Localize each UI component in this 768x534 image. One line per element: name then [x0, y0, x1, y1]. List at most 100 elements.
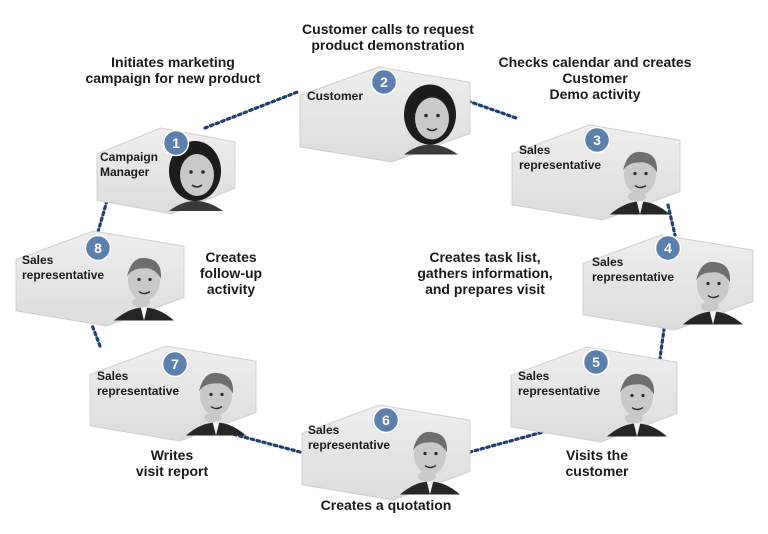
mouth-shape [424, 464, 437, 469]
action-caption: Creates task list, [429, 249, 540, 265]
face-shape [200, 375, 232, 416]
eye-shape [641, 393, 645, 398]
step-number-badge [582, 348, 610, 376]
hand-shape [701, 301, 719, 312]
eye-shape [644, 171, 648, 176]
man-portrait [610, 151, 670, 215]
role-label: representative [519, 158, 601, 172]
role-label: Sales [592, 255, 624, 269]
role-label: representative [592, 270, 674, 284]
hair-shape [620, 373, 655, 395]
action-caption: Writes [151, 447, 194, 463]
role-label: Manager [100, 165, 150, 179]
mouth-shape [707, 294, 720, 299]
step-number-badge [372, 406, 400, 434]
action-caption: visit report [136, 463, 209, 479]
face-shape [624, 154, 656, 195]
mouth-shape [138, 290, 151, 295]
hand-shape [132, 297, 150, 308]
hand-shape [204, 412, 222, 423]
action-caption: Initiates marketing [111, 54, 235, 70]
face-shape [128, 260, 160, 301]
role-label: representative [308, 438, 390, 452]
mouth-shape [426, 127, 438, 132]
step-number: 2 [380, 74, 388, 90]
step-caption-6: Creates a quotation [321, 497, 452, 513]
eye-shape [630, 393, 634, 398]
step-caption-4: Creates task list,gathers information,an… [417, 249, 552, 297]
action-caption: Customer calls to request [302, 21, 474, 37]
step-number: 4 [664, 240, 672, 256]
action-caption: follow-up [200, 265, 262, 281]
step-number-badge [583, 126, 611, 154]
woman-portrait [404, 84, 458, 155]
eye-shape [201, 170, 205, 174]
hair-shape [696, 261, 731, 283]
step-number: 5 [592, 354, 600, 370]
eye-shape [434, 451, 438, 456]
mouth-shape [631, 406, 644, 411]
man-portrait [114, 257, 174, 321]
hair-shape [199, 372, 234, 394]
hair-shape [127, 257, 162, 279]
role-label: Sales [308, 423, 340, 437]
action-caption: customer [565, 463, 629, 479]
action-caption: Customer [562, 70, 628, 86]
action-caption: product demonstration [311, 37, 464, 53]
eye-shape [220, 392, 224, 397]
role-label: Sales [97, 369, 129, 383]
step-number: 3 [593, 132, 601, 148]
hand-shape [625, 413, 643, 424]
action-caption: Creates a quotation [321, 497, 452, 513]
face-shape [180, 154, 214, 196]
step-number: 1 [172, 135, 180, 151]
mouth-shape [210, 405, 223, 410]
eye-shape [423, 451, 427, 456]
man-portrait [400, 431, 460, 495]
action-caption: Visits the [566, 447, 628, 463]
mouth-shape [191, 184, 203, 188]
connector-line [666, 203, 677, 237]
hand-shape [628, 191, 646, 202]
eye-shape [137, 277, 141, 282]
man-portrait [186, 372, 246, 436]
role-label: Sales [22, 253, 54, 267]
step-number: 8 [94, 240, 102, 256]
hand-shape [418, 471, 436, 482]
eye-shape [209, 392, 213, 397]
role-label: Sales [518, 369, 550, 383]
step-number: 6 [382, 412, 390, 428]
eye-shape [706, 281, 710, 286]
woman-portrait [169, 141, 223, 211]
step-number: 7 [171, 356, 179, 372]
connector-line [466, 99, 518, 120]
face-shape [415, 97, 449, 140]
action-caption: and prepares visit [425, 281, 545, 297]
step-number-badge [84, 234, 112, 262]
step-nodes: CampaignManager1Customer2Salesrepresenta… [15, 66, 754, 501]
step-number-badge [654, 234, 682, 262]
action-caption: Demo activity [549, 86, 640, 102]
step-number-badge [370, 68, 398, 96]
action-caption: gathers information, [417, 265, 552, 281]
shoulders-shape [404, 144, 458, 155]
role-label: representative [22, 268, 104, 282]
face-shape [697, 264, 729, 305]
action-caption: Checks calendar and creates [499, 54, 692, 70]
action-caption: Creates [205, 249, 257, 265]
eye-shape [148, 277, 152, 282]
action-caption: activity [207, 281, 255, 297]
